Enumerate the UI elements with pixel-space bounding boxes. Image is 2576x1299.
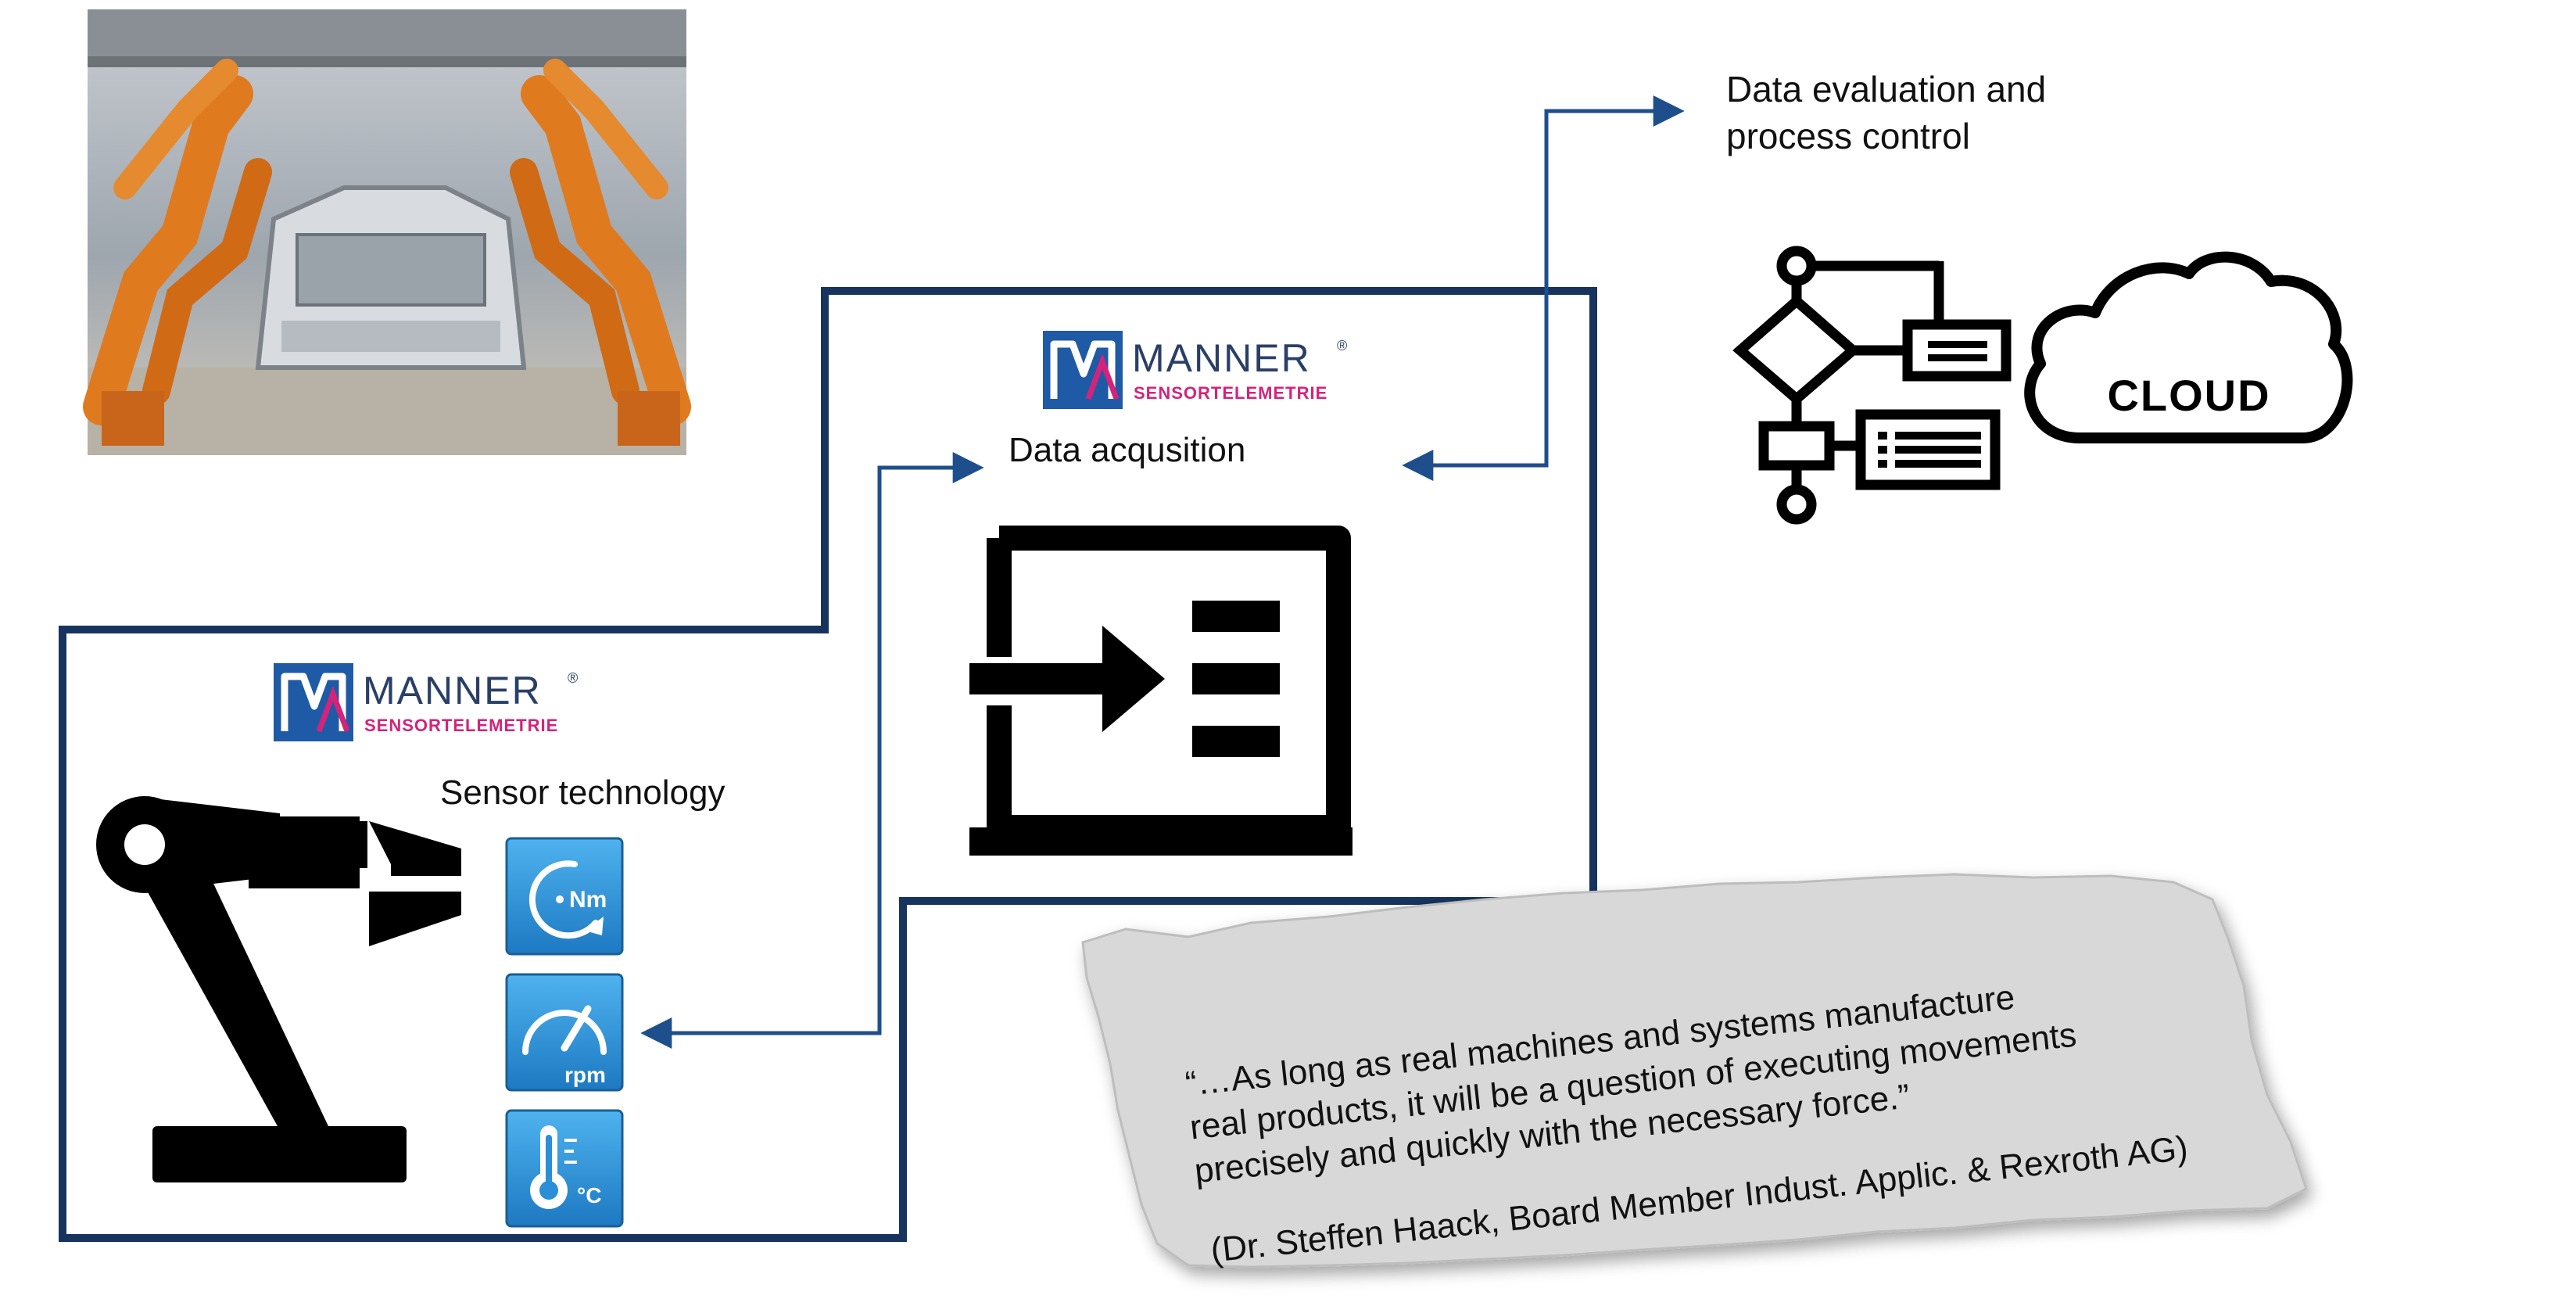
temperature-sensor-badge: °C bbox=[505, 1109, 624, 1228]
logo-name: MANNER bbox=[1132, 336, 1311, 380]
logo-subtitle: SENSORTELEMETRIE bbox=[1134, 383, 1327, 403]
robot-arm-icon bbox=[96, 796, 461, 1182]
manner-logo-acquisition: MANNER ® SENSORTELEMETRIE bbox=[1043, 331, 1347, 409]
torque-unit: Nm bbox=[569, 887, 607, 913]
arrow-evaluation-acquisition bbox=[1402, 95, 1685, 481]
torque-sensor-badge: Nm bbox=[505, 837, 624, 956]
logo-registered: ® bbox=[1337, 338, 1347, 353]
manner-logo-mark bbox=[1043, 331, 1123, 409]
sensor-technology-label: Sensor technology bbox=[440, 773, 725, 812]
factory-photo bbox=[83, 9, 691, 455]
logo-name: MANNER bbox=[363, 669, 542, 712]
temperature-unit: °C bbox=[577, 1183, 601, 1207]
logo-registered: ® bbox=[568, 670, 578, 686]
data-evaluation-label-line1: Data evaluation and bbox=[1726, 69, 2046, 109]
speed-sensor-badge: rpm bbox=[505, 973, 624, 1092]
manner-logo-mark bbox=[274, 663, 353, 741]
data-evaluation-label-line2: process control bbox=[1726, 116, 1970, 156]
system-frame bbox=[59, 287, 1597, 1242]
arrow-sensor-acquisition bbox=[640, 452, 984, 1049]
logo-subtitle: SENSORTELEMETRIE bbox=[364, 716, 558, 735]
cloud-label: CLOUD bbox=[2107, 371, 2270, 420]
data-input-icon bbox=[969, 526, 1352, 856]
data-acquisition-label: Data acqusition bbox=[1009, 431, 1245, 469]
speed-unit: rpm bbox=[564, 1063, 606, 1087]
cloud-icon: CLOUD bbox=[2024, 251, 2353, 443]
flowchart-icon bbox=[1732, 246, 2012, 525]
manner-logo-sensor: MANNER ® SENSORTELEMETRIE bbox=[274, 663, 578, 741]
quote-paper bbox=[1081, 873, 2308, 1268]
